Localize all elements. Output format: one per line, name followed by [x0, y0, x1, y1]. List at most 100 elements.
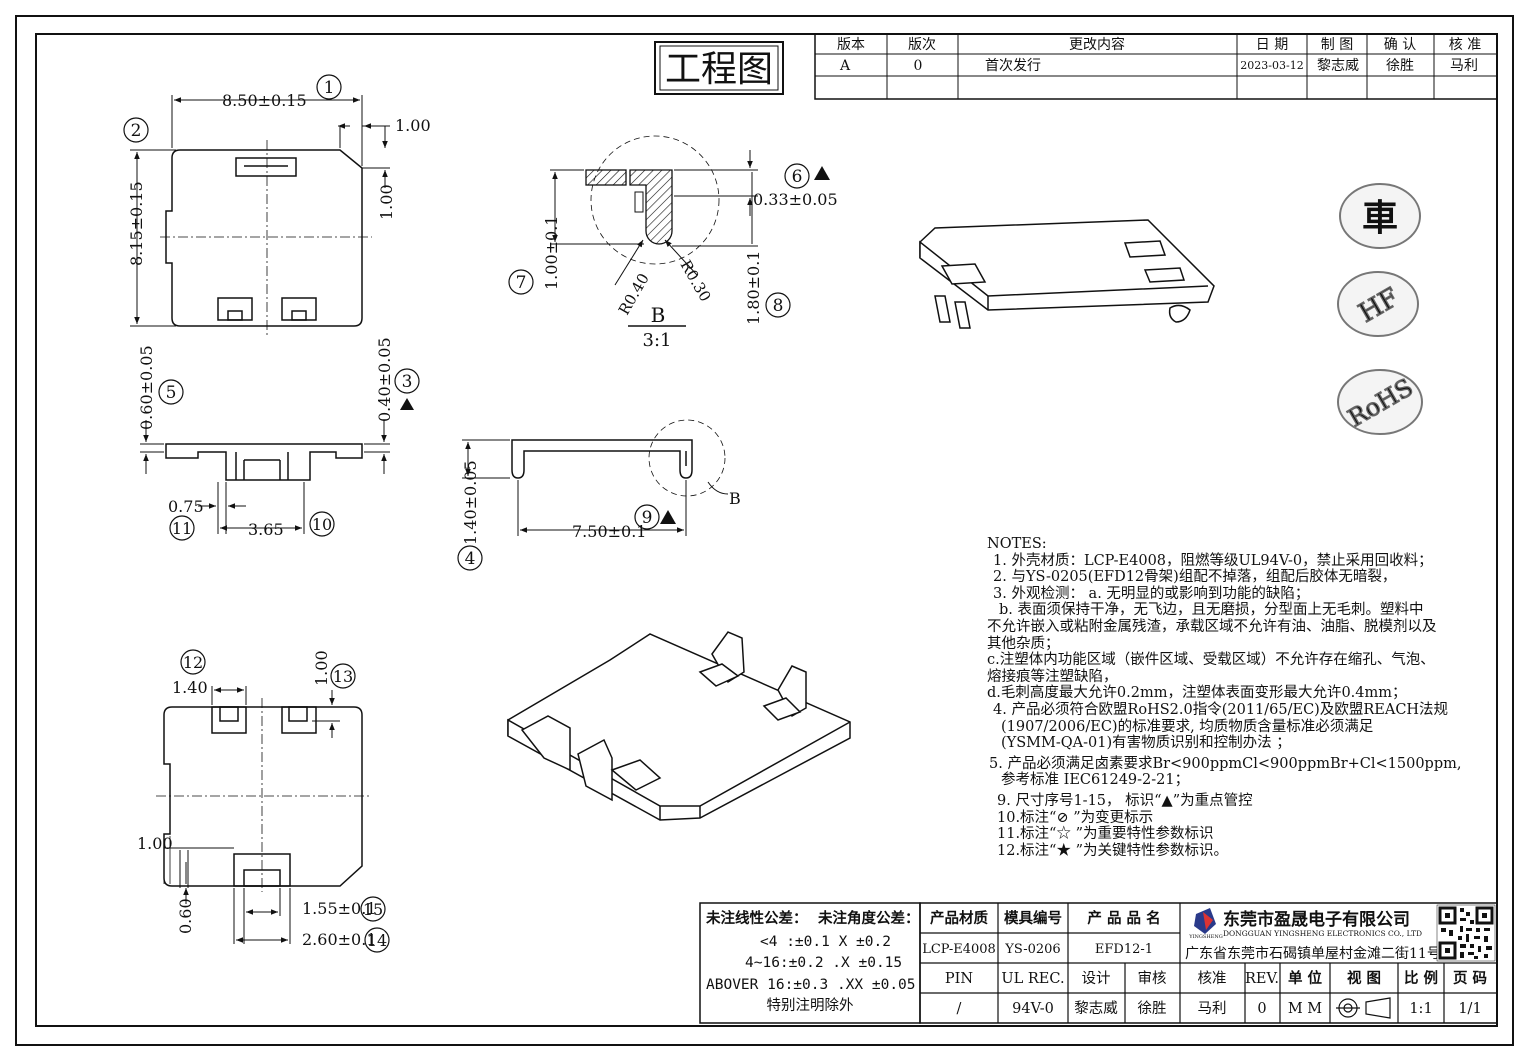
balloon-8: 8 — [765, 292, 791, 318]
note-line: 熔接痕等注塑缺陷， — [987, 668, 1118, 685]
dim-detail-height-left: 1.00±0.1 — [542, 216, 561, 290]
inner-frame — [35, 33, 1498, 1027]
company-address: 广东省东莞市石碣镇单屋村金滩二街11号 — [1185, 945, 1441, 962]
balloon-1: 1 — [316, 74, 342, 100]
bottom-view — [156, 698, 370, 892]
rev-cell-content: 首次发行 — [985, 58, 1041, 74]
note-line: 9. 尺寸序号1-15， 标识“▲”为重点管控 — [997, 792, 1253, 809]
detail-label: B — [651, 303, 666, 327]
tb-product-name: EFD12-1 — [1095, 942, 1153, 957]
hf-stamp: HF — [1337, 271, 1419, 337]
note-line: 不允许嵌入或粘附金属残渣，承载区域不允许有油、油脂、脱模剂以及 — [987, 618, 1437, 635]
balloon-10: 10 — [309, 511, 335, 537]
note-line: (1907/2006/EC)的标准要求, 均质物质含量标准必须满足 — [1001, 718, 1374, 735]
tb-rev: 0 — [1257, 1001, 1266, 1017]
balloon-4: 4 — [457, 545, 483, 571]
tb-page: 1/1 — [1458, 1001, 1481, 1017]
tolerance-row-1: <4 :±0.1 X ±0.2 — [760, 934, 891, 950]
tb-page-label: 页 码 — [1453, 970, 1487, 987]
tb-header-mold: 模具编号 — [1004, 909, 1062, 927]
tb-review: 徐胜 — [1138, 1000, 1167, 1017]
rev-cell-confirm: 徐胜 — [1386, 58, 1414, 74]
svg-text:7: 7 — [516, 273, 527, 293]
tb-scale: 1:1 — [1409, 1001, 1432, 1017]
tb-mold: YS-0206 — [1004, 942, 1060, 957]
dim-top-height: 8.15±0.15 — [127, 181, 146, 266]
svg-text:車: 車 — [1362, 197, 1398, 239]
note-line: 4. 产品必须符合欧盟RoHS2.0指令(2011/65/EC)及欧盟REACH… — [993, 701, 1449, 718]
rev-header-version: 版本 — [837, 37, 865, 53]
tb-unit-label: 单 位 — [1288, 969, 1323, 987]
tb-header-name: 产 品 品 名 — [1087, 909, 1160, 927]
dim-bottom-2-60: 2.60±0.1 — [302, 930, 376, 949]
tb-pin: / — [957, 1001, 962, 1017]
tb-header-material: 产品材质 — [930, 909, 988, 927]
car-grade-stamp: 車 — [1339, 183, 1421, 249]
key-triangle-icon — [660, 510, 676, 524]
isometric-view-bottom — [507, 631, 851, 821]
note-line: 参考标准 IEC61249-2-21； — [1001, 772, 1190, 789]
projection-symbol-icon — [1336, 997, 1391, 1019]
tb-material: LCP-E4008 — [922, 942, 996, 957]
title-stamp: 工程图 — [654, 41, 784, 95]
tb-approve-label: 核准 — [1198, 970, 1227, 987]
dim-side-width: 3.65 — [248, 520, 284, 539]
front-callout-b: B — [729, 489, 741, 508]
top-view — [160, 140, 372, 336]
balloon-15: 15 — [360, 896, 386, 922]
notes-section: NOTES: 1. 外壳材质：LCP-E4008，阻燃等级UL94V-0，禁止采… — [987, 536, 1497, 859]
dim-corner-1: 1.00 — [395, 116, 431, 135]
bottom-view-dims — [163, 686, 340, 944]
dim-bottom-1-00-b: 1.00 — [137, 834, 173, 853]
dim-radius-2: R0.30 — [677, 257, 715, 305]
svg-text:9: 9 — [642, 508, 653, 528]
svg-text:14: 14 — [367, 931, 387, 950]
balloon-14: 14 — [364, 927, 390, 953]
rev-cell-version: A — [839, 58, 851, 74]
dim-bottom-1-40: 1.40 — [172, 678, 208, 697]
tb-scale-label: 比 例 — [1404, 969, 1438, 987]
note-line: (YSMM-QA-01)有害物质识别和控制办法 ； — [1001, 735, 1291, 752]
svg-text:1: 1 — [324, 78, 335, 98]
rohs-stamp: RoHS — [1337, 369, 1423, 435]
balloon-13: 13 — [330, 663, 356, 689]
dim-front-width: 7.50±0.1 — [572, 522, 646, 541]
svg-text:8: 8 — [773, 296, 784, 316]
tb-pin-label: PIN — [945, 971, 973, 987]
svg-text:15: 15 — [363, 900, 383, 919]
note-line: d.毛刺高度最大允许0.2mm，注塑体表面变形最大允许0.4mm； — [987, 685, 1407, 702]
tolerance-row-3: ABOVER 16:±0.3 .XX ±0.05 — [706, 977, 916, 993]
dim-radius-1: R0.40 — [615, 270, 653, 318]
key-triangle-icon — [400, 398, 414, 410]
rev-header-approve: 核 准 — [1449, 37, 1481, 53]
svg-text:3: 3 — [402, 372, 413, 392]
rev-cell-approve: 马利 — [1450, 58, 1478, 74]
tolerance-row-2: 4~16:±0.2 .X ±0.15 — [745, 955, 902, 971]
detail-b-view — [550, 135, 758, 327]
rev-header-date: 日 期 — [1256, 37, 1288, 53]
dim-side-small: 0.75 — [168, 497, 204, 516]
balloon-9: 9 — [634, 504, 676, 530]
tb-view-label: 视 图 — [1347, 969, 1381, 987]
company-logo: YINGSHENG — [1188, 908, 1223, 940]
tb-rev-label: REV. — [1245, 971, 1279, 987]
dim-corner-2: 1.00 — [377, 184, 396, 220]
company-name-en: DONGGUAN YINGSHENG ELECTRONICS CO., LTD — [1223, 929, 1422, 938]
balloon-12: 12 — [180, 649, 206, 675]
balloon-3: 3 — [394, 368, 420, 410]
note-line: 11.标注“☆ ”为重要特性参数标识 — [997, 826, 1214, 843]
svg-text:2: 2 — [131, 121, 142, 141]
tb-ul-label: UL REC. — [1001, 971, 1064, 987]
balloon-6: 6 — [784, 163, 830, 189]
note-line: 2. 与YS-0205(EFD12骨架)组配不掉落，组配后胶体无暗裂， — [993, 569, 1397, 586]
dim-side-left-thickness: 0.60±0.05 — [137, 345, 156, 430]
isometric-view-top — [919, 219, 1215, 329]
dim-front-height: 1.40±0.05 — [461, 460, 480, 545]
dim-bottom-1-55: 1.55±0.1 — [302, 899, 376, 918]
dim-side-right-thickness: 0.40±0.05 — [375, 337, 394, 422]
rev-header-drafter: 制 图 — [1321, 37, 1353, 53]
note-line: b. 表面须保持干净，无飞边，且无磨损，分型面上无毛刺。塑料中 — [999, 602, 1424, 619]
note-line: 其他杂质； — [987, 635, 1060, 652]
tb-approve: 马利 — [1198, 1000, 1227, 1017]
